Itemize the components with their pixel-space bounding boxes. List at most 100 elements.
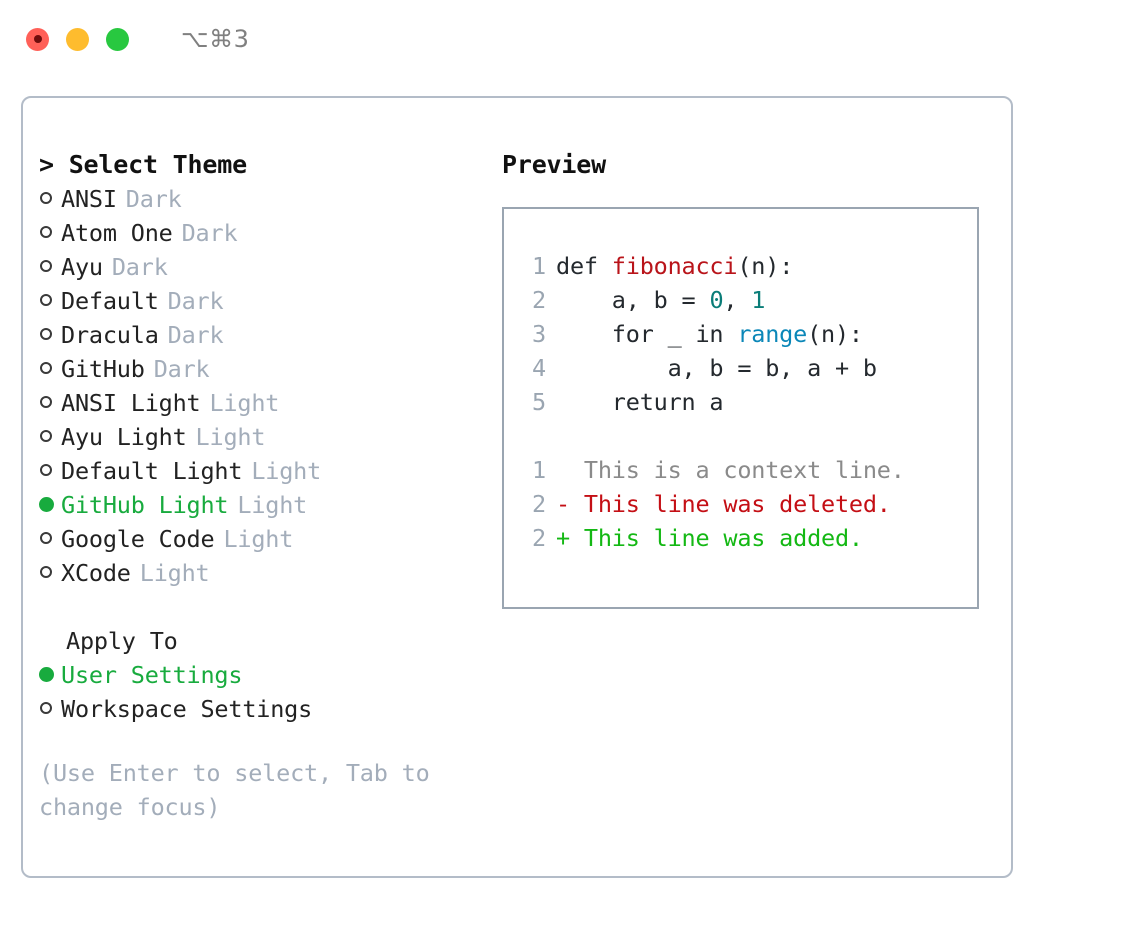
theme-option-label: Dracula <box>61 321 159 349</box>
diff-line-text: - This line was deleted. <box>556 490 891 518</box>
diff-line: 2 + This line was added. <box>520 521 977 555</box>
code-token: 0 <box>709 286 724 314</box>
radio-ring-icon <box>40 396 52 408</box>
radio-ring-icon <box>40 566 52 578</box>
radio-ring-icon <box>40 226 52 238</box>
code-token: return a <box>556 388 724 416</box>
list-spacer <box>39 590 479 624</box>
diff-line: 1 This is a context line. <box>520 453 977 487</box>
theme-option-kind: Light <box>209 389 280 417</box>
code-line-number: 4 <box>532 354 546 382</box>
radio-ring-icon <box>40 464 52 476</box>
theme-option-label: GitHub Light <box>61 491 229 519</box>
diff-line-number: 1 <box>532 456 546 484</box>
theme-option-label: ANSI <box>61 185 117 213</box>
theme-option-label: Ayu <box>61 253 103 281</box>
theme-option-kind: Light <box>139 559 210 587</box>
apply-to-header: Apply To <box>66 627 178 655</box>
radio-ring-icon <box>40 430 52 442</box>
radio-ring-icon <box>40 362 52 374</box>
theme-option-ansi[interactable]: ANSI Dark <box>39 182 479 216</box>
radio-ring-icon <box>40 328 52 340</box>
code-line-number: 2 <box>532 286 546 314</box>
code-token: def <box>556 252 612 280</box>
window-controls <box>26 27 129 51</box>
theme-option-kind: Light <box>237 491 308 519</box>
keyboard-shortcut-label: ⌥⌘3 <box>181 25 250 53</box>
code-line: 5 return a <box>520 385 977 419</box>
diff-line-text: + This line was added. <box>556 524 863 552</box>
radio-ring-icon <box>40 532 52 544</box>
code-token: range <box>737 320 808 348</box>
code-token: 1 <box>751 286 766 314</box>
code-line: 2 a, b = 0, 1 <box>520 283 977 317</box>
theme-option-label: Ayu Light <box>61 423 187 451</box>
theme-option-label: GitHub <box>61 355 145 383</box>
minimize-button[interactable] <box>66 27 89 51</box>
code-line: 4 a, b = b, a + b <box>520 351 977 385</box>
theme-option-label: Default Light <box>61 457 243 485</box>
radio-ring-icon <box>40 702 52 714</box>
theme-option-kind: Dark <box>167 321 224 349</box>
theme-option-ayu-light[interactable]: Ayu Light Light <box>39 420 479 454</box>
code-token: a, b = <box>556 286 710 314</box>
code-token: (n): <box>807 320 863 348</box>
theme-option-kind: Dark <box>167 287 224 315</box>
code-token: , <box>723 286 752 314</box>
code-line-text: def fibonacci(n): <box>556 249 793 283</box>
code-line-text: return a <box>556 385 724 419</box>
code-diff-gap <box>520 419 977 453</box>
diff-line: 2 - This line was deleted. <box>520 487 977 521</box>
diff-line-number: 2 <box>532 524 546 552</box>
radio-ring-icon <box>40 192 52 204</box>
theme-option-dracula[interactable]: Dracula Dark <box>39 318 479 352</box>
select-theme-header: > Select Theme <box>39 150 247 179</box>
theme-option-kind: Light <box>223 525 294 553</box>
keyboard-hint-text: (Use Enter to select, Tab to change focu… <box>39 759 444 821</box>
code-line-text: for _ in range(n): <box>556 317 863 351</box>
theme-option-label: Default <box>61 287 159 315</box>
apply-to-option-user-settings[interactable]: User Settings <box>39 658 479 692</box>
theme-option-kind: Light <box>195 423 266 451</box>
apply-to-option-label: User Settings <box>61 661 243 689</box>
code-line-number: 3 <box>532 320 546 348</box>
theme-option-github-light[interactable]: GitHub Light Light <box>39 488 479 522</box>
radio-ring-icon <box>40 260 52 272</box>
radio-ring-icon <box>40 294 52 306</box>
code-line: 1 def fibonacci(n): <box>520 249 977 283</box>
diff-line-number: 2 <box>532 490 546 518</box>
diff-sample: 1 This is a context line. 2 - This line wa… <box>520 453 977 555</box>
radio-dot-icon <box>39 497 54 512</box>
apply-to-option-label: Workspace Settings <box>61 695 313 723</box>
title-bar: ⌥⌘3 <box>0 0 1140 78</box>
theme-option-kind: Dark <box>181 219 238 247</box>
theme-option-label: XCode <box>61 559 131 587</box>
maximize-button[interactable] <box>106 27 129 51</box>
code-line: 3 for _ in range(n): <box>520 317 977 351</box>
theme-option-default[interactable]: Default Dark <box>39 284 479 318</box>
code-line-number: 5 <box>532 388 546 416</box>
apply-to-option-workspace-settings[interactable]: Workspace Settings <box>39 692 479 726</box>
code-line-number: 1 <box>532 252 546 280</box>
theme-option-kind: Dark <box>125 185 182 213</box>
radio-dot-icon <box>39 667 54 682</box>
diff-line-text: This is a context line. <box>556 456 905 484</box>
close-button[interactable] <box>26 27 49 51</box>
preview-title: Preview <box>502 150 606 179</box>
code-line-text: a, b = 0, 1 <box>556 283 766 317</box>
theme-option-xcode[interactable]: XCode Light <box>39 556 479 590</box>
code-line-text: a, b = b, a + b <box>556 351 877 385</box>
